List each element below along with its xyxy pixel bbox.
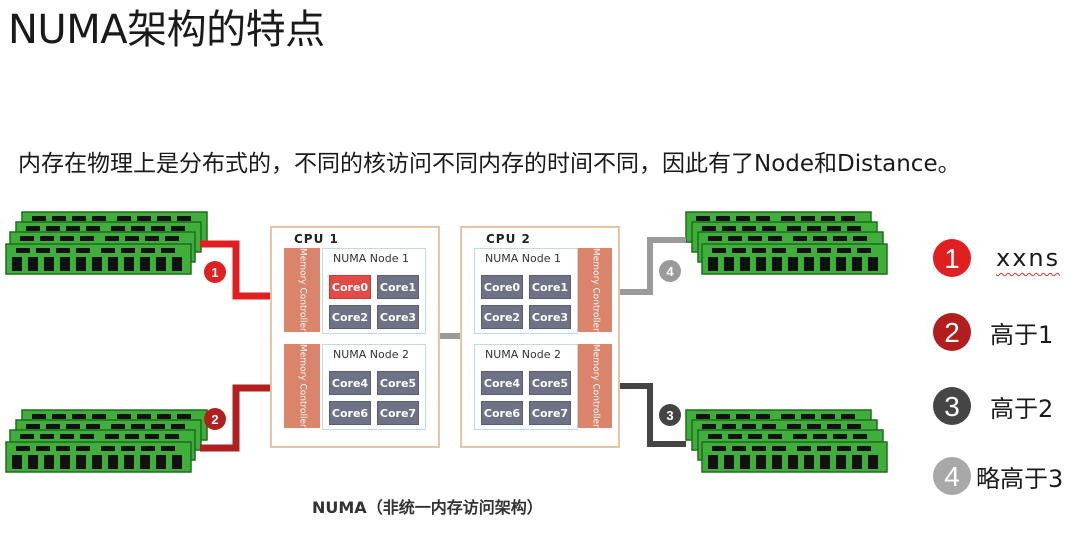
path-1-line: [200, 240, 283, 300]
core-2: Core2: [481, 305, 523, 329]
legend-marker-3: 3: [933, 387, 971, 425]
core-3: Core3: [377, 305, 419, 329]
numa-node-label: NUMA Node 2: [333, 348, 409, 361]
memory-controller: Memory Controller: [284, 248, 320, 332]
core-1: Core1: [377, 275, 419, 299]
legend-text: 高于2: [990, 394, 1054, 423]
path-4-line: [614, 237, 686, 295]
core-0: Core0: [329, 275, 371, 299]
core-4: Core4: [329, 371, 371, 395]
legend-item-3: 3 高于2: [932, 384, 1063, 428]
path-marker-1: 1: [204, 261, 226, 283]
legend-item-2: 2 高于1: [932, 310, 1063, 354]
core-6: Core6: [481, 401, 523, 425]
ram-bank-top-left: [5, 211, 208, 275]
subtitle-text: 内存在物理上是分布式的，不同的核访问不同内存的时间不同，因此有了Node和Dis…: [18, 151, 961, 177]
core-1: Core1: [529, 275, 571, 299]
numa-node-1: NUMA Node 1 Core0 Core1 Core2 Core3: [474, 248, 578, 334]
path-marker-4: 4: [659, 260, 681, 282]
svg-text:3: 3: [944, 391, 960, 422]
legend-marker-2: 2: [933, 313, 971, 351]
core-6: Core6: [329, 401, 371, 425]
cpu-1-package: CPU 1 Memory Controller NUMA Node 1 Core…: [270, 226, 440, 448]
path-2-line: [200, 384, 283, 452]
core-5: Core5: [529, 371, 571, 395]
numa-node-2: NUMA Node 2 Core4 Core5 Core6 Core7: [322, 344, 426, 430]
ram-bank-bottom-left: [5, 409, 208, 473]
path-marker-3: 3: [659, 404, 681, 426]
numa-node-1: NUMA Node 1 Core0 Core1 Core2 Core3: [322, 248, 426, 334]
svg-text:1: 1: [211, 265, 218, 280]
page-title: NUMA架构的特点: [8, 7, 325, 53]
core-2: Core2: [329, 305, 371, 329]
legend-text: 高于1: [990, 320, 1054, 349]
legend-marker-4: 4: [933, 457, 971, 495]
svg-text:4: 4: [944, 461, 960, 492]
core-3: Core3: [529, 305, 571, 329]
svg-text:1: 1: [944, 243, 960, 274]
svg-text:2: 2: [211, 412, 218, 427]
legend-item-1: 1 xxns: [932, 236, 1063, 280]
memory-controller: Memory Controller: [578, 248, 612, 332]
legend-item-4: 4 略高于3: [932, 454, 1063, 498]
svg-text:4: 4: [666, 264, 674, 279]
svg-text:3: 3: [666, 408, 673, 423]
ram-bank-top-right: [685, 211, 888, 275]
memory-controller: Memory Controller: [578, 344, 612, 428]
core-7: Core7: [529, 401, 571, 425]
cpu-2-label: CPU 2: [486, 232, 531, 246]
numa-node-label: NUMA Node 1: [485, 252, 561, 265]
core-0: Core0: [481, 275, 523, 299]
svg-text:2: 2: [944, 317, 960, 348]
legend: 1 xxns 2 高于1 3 高于2 4 略高于3: [932, 236, 1063, 498]
legend-marker-1: 1: [933, 239, 971, 277]
memory-controller: Memory Controller: [284, 344, 320, 428]
path-3-line: [614, 383, 686, 447]
legend-text: xxns: [996, 244, 1061, 272]
numa-node-label: NUMA Node 2: [485, 348, 561, 361]
core-7: Core7: [377, 401, 419, 425]
numa-node-2: NUMA Node 2 Core4 Core5 Core6 Core7: [474, 344, 578, 430]
diagram-caption: NUMA（非统一内存访问架构）: [312, 498, 543, 517]
path-marker-2: 2: [204, 408, 226, 430]
numa-node-label: NUMA Node 1: [333, 252, 409, 265]
core-4: Core4: [481, 371, 523, 395]
cpu-1-label: CPU 1: [294, 232, 339, 246]
cpu-2-package: CPU 2 NUMA Node 1 Core0 Core1 Core2 Core…: [460, 226, 620, 448]
ram-bank-bottom-right: [685, 409, 888, 473]
core-5: Core5: [377, 371, 419, 395]
legend-text: 略高于3: [976, 464, 1064, 493]
